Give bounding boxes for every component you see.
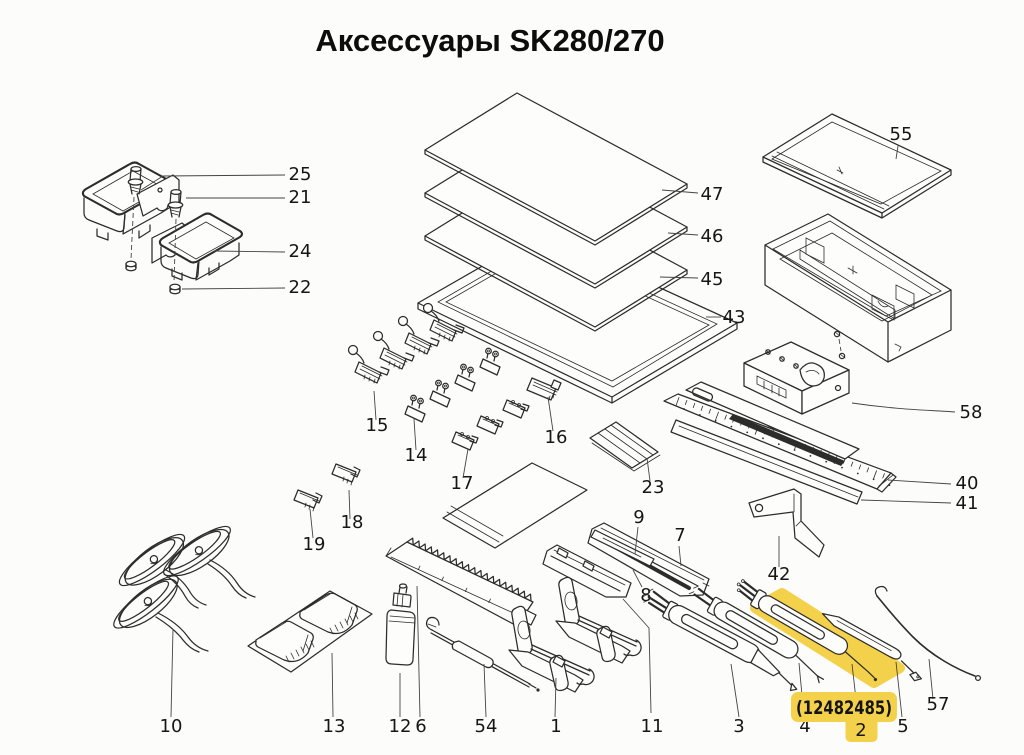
highlight-code-box: [791, 692, 897, 722]
part-label-25: 25: [289, 164, 312, 185]
small-screws: [833, 330, 846, 360]
highlight-code-text: (12482485): [796, 697, 892, 719]
part-bottle-12: 12: [385, 583, 416, 737]
part-rail-11: 11: [542, 544, 664, 737]
part-label-54: 54: [475, 716, 498, 737]
part-label-6: 6: [415, 716, 426, 737]
part-label-10: 10: [160, 716, 183, 737]
part-label-43: 43: [723, 307, 746, 328]
highlight-callout: (12482485) 2: [791, 692, 897, 742]
part-label-18: 18: [341, 512, 364, 533]
part-label-58: 58: [960, 402, 983, 423]
part-cords-10: 10: [107, 518, 256, 737]
part-label-11: 11: [641, 716, 664, 737]
comb-scale-ticks: [417, 565, 515, 614]
part-comb-6: 6: [385, 537, 537, 737]
part-label-5: 5: [897, 716, 908, 737]
part-tension-unit-group: 25 21 24 22: [81, 161, 312, 298]
part-label-22: 22: [289, 277, 312, 298]
part-block-58: 58: [743, 341, 983, 423]
part-label-1: 1: [550, 716, 561, 737]
part-tool-54: 54: [425, 616, 540, 737]
part-label-17: 17: [451, 473, 474, 494]
part-label-2: 2: [855, 720, 866, 741]
part-clamps-1: 1: [508, 576, 642, 737]
part-label-41: 41: [956, 493, 979, 514]
part-label-21: 21: [289, 187, 312, 208]
screw-icon: [167, 188, 184, 218]
part-clips-18-19: 19 18: [293, 463, 364, 555]
part-label-15: 15: [366, 415, 389, 436]
part-label-47: 47: [701, 184, 724, 205]
part-label-4: 4: [799, 716, 810, 737]
folded-sheet: [442, 462, 588, 549]
part-label-40: 40: [956, 473, 979, 494]
part-label-57: 57: [927, 694, 950, 715]
part-label-7: 7: [674, 525, 685, 546]
part-label-55: 55: [890, 124, 913, 145]
ruler-scale-dots: [683, 408, 891, 487]
part-label-3: 3: [733, 716, 744, 737]
part-label-14: 14: [405, 445, 428, 466]
part-label-46: 46: [701, 226, 724, 247]
part-label-23: 23: [642, 477, 665, 498]
part-label-45: 45: [701, 269, 724, 290]
page-title: Аксессуары SK280/270: [315, 23, 664, 58]
part-card-23: 23: [589, 421, 665, 498]
part-tool-3: 3: [642, 588, 798, 737]
part-label-12: 12: [389, 716, 412, 737]
part-label-42: 42: [768, 564, 791, 585]
part-label-9: 9: [633, 507, 644, 528]
part-tool-2: [736, 579, 878, 718]
part-label-16: 16: [545, 427, 568, 448]
part-bracket-42: 42: [748, 488, 825, 585]
screw-icon: [127, 165, 144, 195]
part-label-19: 19: [303, 534, 326, 555]
comb-teeth: [406, 537, 532, 602]
part-label-13: 13: [323, 716, 346, 737]
part-tool-5: 5: [821, 613, 922, 737]
part-wire-57: 57: [874, 585, 982, 715]
part-plate-stack: 47 46 45 43: [417, 92, 746, 404]
part-brushes-13: 13: [247, 590, 373, 737]
part-ruler-group: 40 41: [663, 381, 979, 514]
part-case-group: 55: [762, 113, 952, 363]
part-label-24: 24: [289, 241, 312, 262]
case-lid: [762, 113, 952, 219]
case-box: [764, 213, 952, 363]
part-clip-rows: 15 14 17 16: [347, 302, 568, 494]
